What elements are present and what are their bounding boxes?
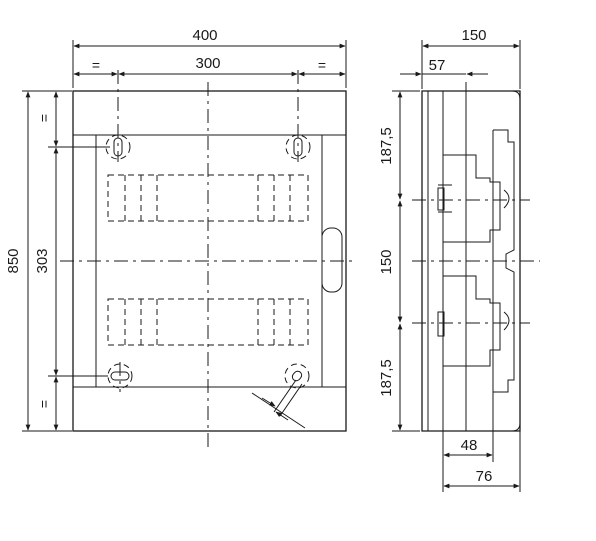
- equal-mark-top: =: [36, 114, 52, 122]
- dim-48-label: 48: [461, 437, 478, 454]
- dimension-overall-height: 850: [5, 90, 72, 432]
- dimension-rail-depths: 48 76: [442, 392, 521, 492]
- dimension-front-offset: 57: [400, 57, 488, 77]
- equal-mark-right: =: [318, 57, 326, 73]
- dimension-hole-spacing-width: 300 = =: [73, 55, 346, 77]
- dimension-vertical-segments: 187,5 150 187,5: [378, 90, 420, 432]
- mounting-hole-bottom-right: [284, 363, 310, 389]
- front-view: 400 300 = = 850 303 = =: [5, 27, 352, 450]
- dim-57-label: 57: [429, 57, 446, 74]
- din-module-lower: [437, 275, 510, 367]
- dimension-hole-spacing-height: 303 = =: [34, 91, 110, 431]
- dim-300-label: 300: [195, 55, 220, 72]
- din-module-upper: [437, 154, 510, 243]
- door-handle: [321, 227, 343, 293]
- dim-850-label: 850: [5, 248, 22, 273]
- dim-400-label: 400: [192, 27, 217, 44]
- equal-mark-bottom: =: [36, 400, 52, 408]
- dim-303-label: 303: [34, 248, 51, 273]
- equal-mark-left: =: [92, 57, 100, 73]
- dim-lower-segment-label: 187,5: [378, 359, 395, 397]
- side-view: 150 57 187,5 150 187,5 48: [378, 27, 540, 492]
- dim-depth-label: 150: [461, 27, 486, 44]
- dimension-depth: 150: [421, 27, 521, 89]
- dim-76-label: 76: [476, 468, 493, 485]
- dim-upper-segment-label: 187,5: [378, 127, 395, 165]
- dimension-overall-width: 400: [72, 27, 347, 88]
- dim-middle-segment-label: 150: [378, 249, 395, 274]
